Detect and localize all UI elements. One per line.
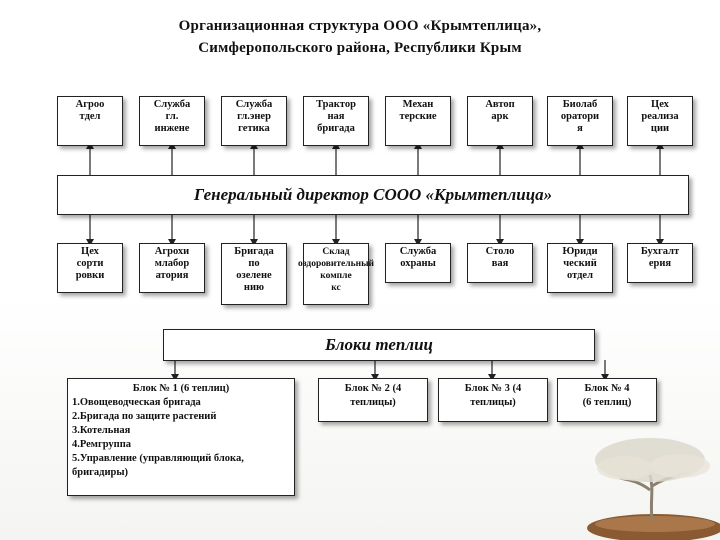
dept-sales: Цех реализа ции [627,96,693,146]
block-2: Блок № 2 (4 теплицы) [318,378,428,422]
block-4-line2: (6 теплиц) [582,397,632,408]
block-2-line1: Блок № 2 (4 [344,383,402,394]
dept-workshops: Механ терские [385,96,451,146]
block-4-line1: Блок № 4 [584,383,630,394]
dept-agro: Агроо тдел [57,96,123,146]
dept-accounting: Бухгалт ерия [627,243,693,283]
dept-canteen: Столо вая [467,243,533,283]
dept-chief-energy: Служба гл.энер гетика [221,96,287,146]
dept-tractor-brigade: Трактор ная бригада [303,96,369,146]
dept-greening: Бригада по озелене нию [221,243,287,305]
block-4: Блок № 4 (6 теплиц) [557,378,657,422]
dept-autopark: Автоп арк [467,96,533,146]
block-1-item: 4.Ремгруппа [72,439,132,450]
general-director: Генеральный директор СООО «Крымтеплица» [57,175,689,215]
greenhouse-blocks: Блоки теплиц [163,329,595,361]
block-1-item: 2.Бригада по защите растений [72,411,217,422]
dept-legal: Юриди ческий отдел [547,243,613,293]
dept-health-complex: Склад оздоровительный компле кс [298,243,374,305]
block-2-line2: теплицы) [350,397,396,408]
block-1-items: 1.Овощеводческая бригада 2.Бригада по за… [72,396,290,480]
block-3-line1: Блок № 3 (4 [464,383,522,394]
title-line-2: Симферопольского района, Республики Крым [198,40,522,56]
block-3: Блок № 3 (4 теплицы) [438,378,548,422]
dept-chief-engineer: Служба гл. инжене [139,96,205,146]
block-1-item: 5.Управление (управляющий блока, бригади… [72,453,244,478]
block-1-item: 1.Овощеводческая бригада [72,397,201,408]
block-1: Блок № 1 (6 теплиц) 1.Овощеводческая бри… [67,378,295,496]
block-3-line2: теплицы) [470,397,516,408]
decorative-tree-image [587,438,720,540]
dept-security: Служба охраны [385,243,451,283]
title-line-1: Организационная структура ООО «Крымтепли… [178,18,542,34]
dept-agrochem-lab: Агрохи млабор атория [139,243,205,293]
dept-biolab: Биолаб оратори я [547,96,613,146]
dept-sorting: Цех сорти ровки [57,243,123,293]
block-1-heading: Блок № 1 (6 теплиц) [132,383,230,394]
block-1-item: 3.Котельная [72,425,131,436]
